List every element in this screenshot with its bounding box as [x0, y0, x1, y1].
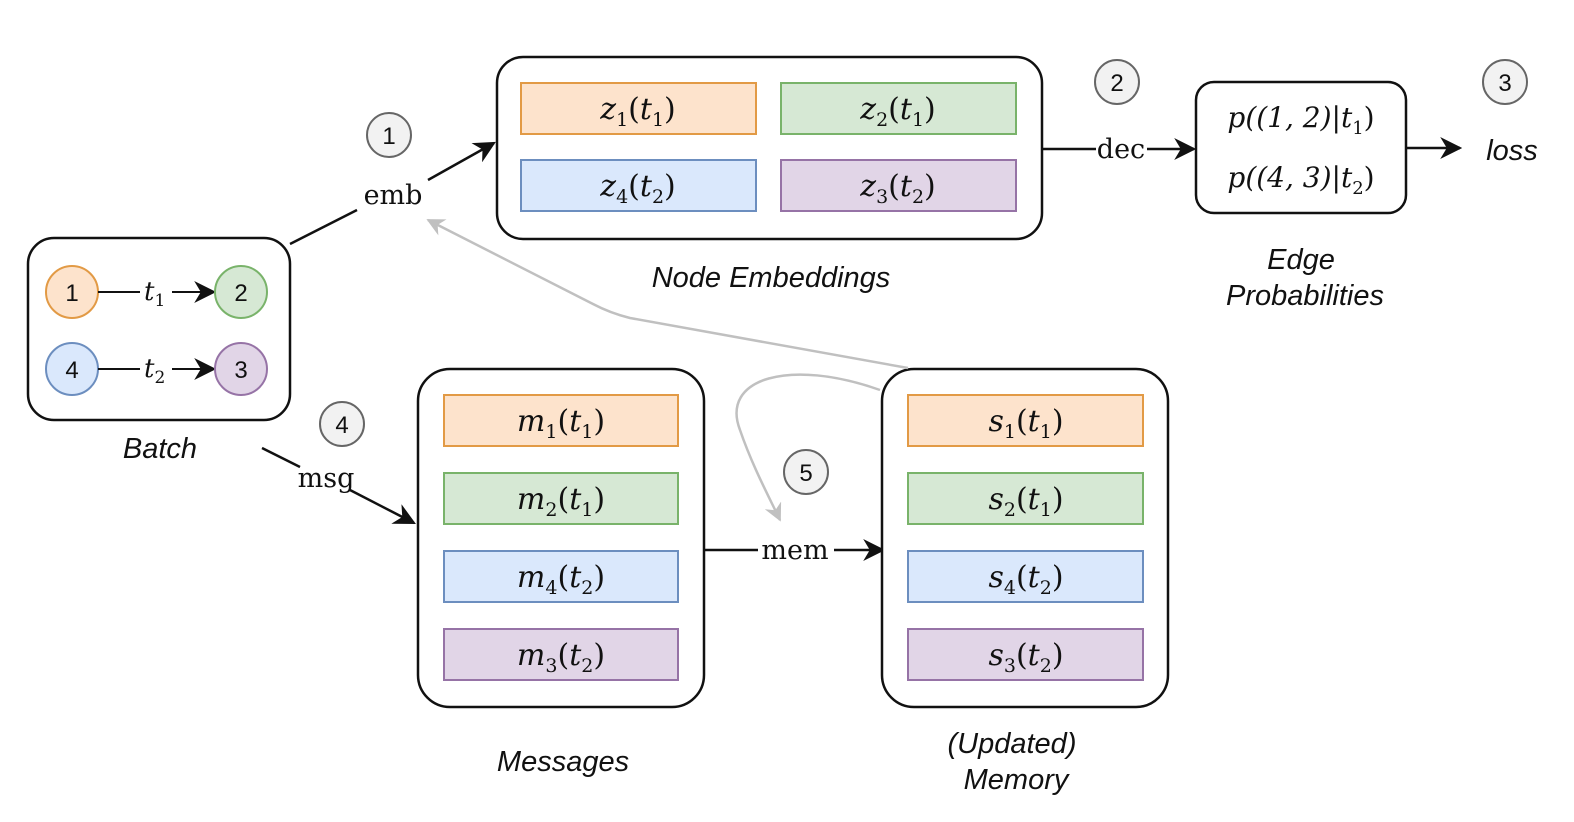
embeddings-group: z1(t1) z2(t1) z4(t2) z3(t2) Node Embeddi…: [495, 55, 1044, 294]
mem-label: mem: [761, 535, 828, 566]
batch-node-1-label: 1: [65, 280, 78, 307]
probability-2-label: p((4, 3)|t2): [1227, 161, 1374, 199]
memory-s1-box: [907, 394, 1144, 447]
messages-group: m1(t1) m2(t1) m4(t2) m3(t2) Messages: [416, 367, 706, 778]
probabilities-group: p((1, 2)|t1) p((4, 3)|t2) Edge Probabili…: [1194, 80, 1408, 312]
step-3-circle: [1482, 59, 1528, 105]
batch-group: 1 t1 2 4 t2 3 Batch: [26, 236, 292, 465]
message-m1-box: [443, 394, 679, 447]
step-5: 5: [783, 449, 829, 495]
step-2: 2: [1094, 59, 1140, 105]
embedding-z4-box: [520, 159, 757, 212]
embedding-z3-box: [780, 159, 1017, 212]
batch-edge-2-label: t2: [144, 354, 165, 388]
message-m1-label: m1(t1): [517, 404, 605, 443]
message-m2-label: m2(t1): [517, 482, 605, 521]
memory-s4-label: s4(t2): [988, 560, 1063, 599]
step-5-label: 5: [799, 460, 812, 487]
msg-label: msg: [298, 463, 355, 494]
embedding-z2-label: z2(t1): [859, 92, 936, 131]
step-2-label: 2: [1110, 70, 1123, 97]
message-m2-box: [443, 472, 679, 525]
probabilities-caption-line2: Probabilities: [1226, 280, 1384, 312]
memory-caption-line1: (Updated): [948, 728, 1077, 760]
batch-node-4-label: 4: [65, 357, 78, 384]
step-3: 3: [1482, 59, 1528, 105]
emb-label: emb: [364, 180, 423, 211]
memory-s4-box: [907, 550, 1144, 603]
batch-node-2: [214, 265, 268, 319]
memory-s1-label: s1(t1): [988, 404, 1063, 443]
memory-caption-line2: Memory: [964, 764, 1070, 796]
memory-s3-label: s3(t2): [988, 638, 1063, 677]
message-m3-box: [443, 628, 679, 681]
step-5-circle: [783, 449, 829, 495]
feedback-memory-to-emb-arrow: [426, 218, 909, 370]
feedback-memory-to-mem-arrow: [735, 373, 881, 522]
memory-s2-label: s2(t1): [988, 482, 1063, 521]
emb-arrow-b: [427, 141, 496, 182]
messages-caption: Messages: [497, 746, 629, 778]
step-1: 1: [366, 112, 412, 158]
batch-node-3: [214, 342, 268, 396]
embeddings-caption: Node Embeddings: [652, 262, 891, 294]
batch-edge-1-label: t1: [144, 277, 165, 311]
message-m4-box: [443, 550, 679, 603]
memory-s2-box: [907, 472, 1144, 525]
memory-s3-box: [907, 628, 1144, 681]
probabilities-caption-line1: Edge: [1267, 244, 1335, 276]
batch-node-3-label: 3: [234, 357, 247, 384]
embedding-z1-box: [520, 82, 757, 135]
memory-group: s1(t1) s2(t1) s4(t2) s3(t2) (Updated) Me…: [880, 367, 1170, 796]
step-4-label: 4: [335, 412, 348, 439]
step-4-circle: [319, 401, 365, 447]
dec-label: dec: [1097, 134, 1145, 165]
embedding-z1-label: z1(t1): [599, 92, 676, 131]
message-m4-label: m4(t2): [517, 560, 605, 599]
batch-caption: Batch: [123, 433, 197, 465]
embedding-z4-label: z4(t2): [599, 169, 676, 208]
message-m3-label: m3(t2): [517, 638, 605, 677]
step-1-label: 1: [382, 123, 395, 150]
probability-1-label: p((1, 2)|t1): [1227, 101, 1374, 139]
loss-label: loss: [1486, 135, 1538, 167]
emb-arrow-a: [289, 208, 358, 246]
batch-node-2-label: 2: [234, 280, 247, 307]
msg-arrow-b: [349, 488, 416, 525]
embedding-z3-label: z3(t2): [859, 169, 936, 208]
embedding-z2-box: [780, 82, 1017, 135]
step-2-circle: [1094, 59, 1140, 105]
step-4: 4: [319, 401, 365, 447]
step-1-circle: [366, 112, 412, 158]
step-3-label: 3: [1498, 70, 1511, 97]
memory-box: [880, 367, 1170, 709]
messages-box: [416, 367, 706, 709]
msg-arrow-a: [261, 446, 301, 469]
